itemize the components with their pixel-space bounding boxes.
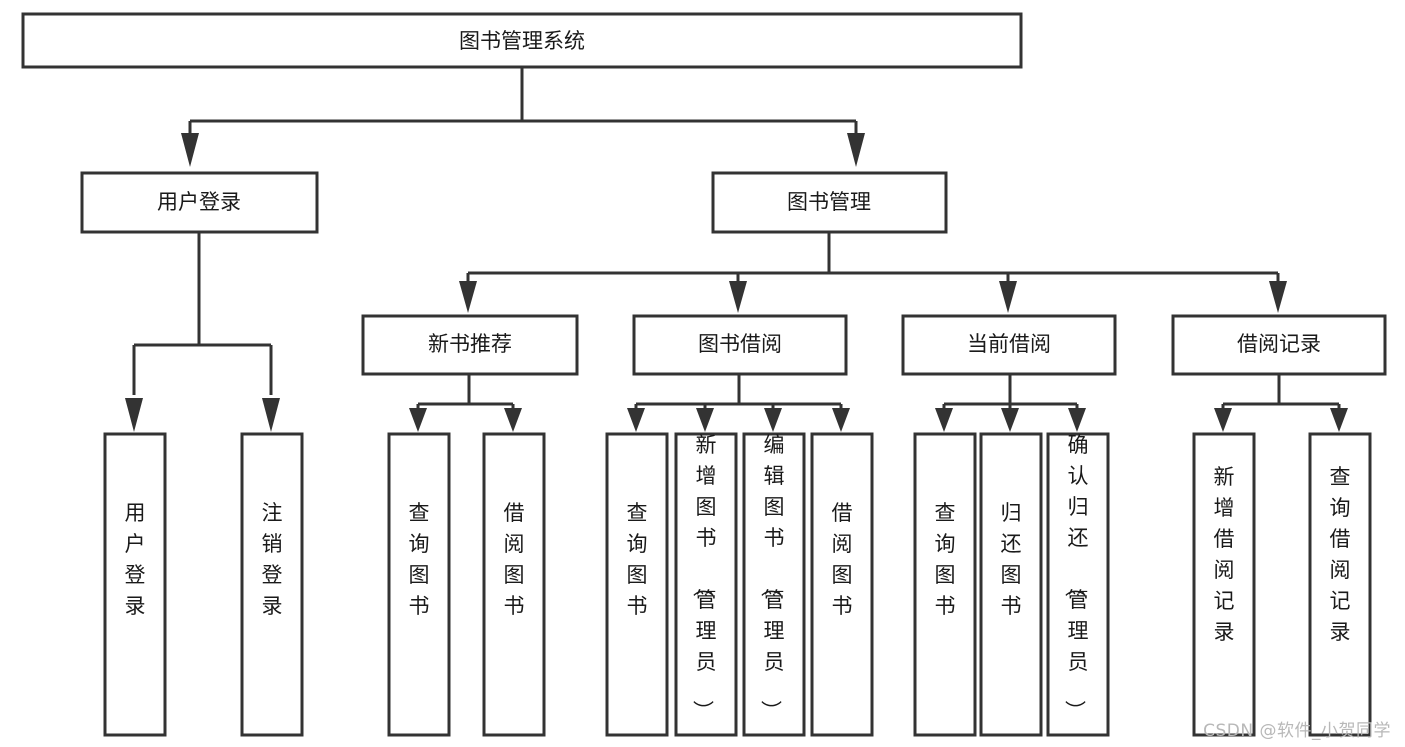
node-leaf-add-record-label: 新增借阅记录	[1214, 465, 1235, 644]
node-new-book-recommend-label: 新书推荐	[428, 332, 512, 356]
connector-userlogin-to-leaves	[125, 233, 280, 432]
node-book-management-label: 图书管理	[787, 190, 871, 214]
node-leaf-query-record[interactable]: 查询借阅记录	[1308, 432, 1372, 737]
node-book-borrow-label: 图书借阅	[698, 332, 782, 356]
node-book-borrow[interactable]: 图书借阅	[632, 314, 848, 376]
node-root-label: 图书管理系统	[459, 29, 585, 53]
node-leaf-query-book-3-label: 查询图书	[935, 501, 956, 618]
node-user-login-label: 用户登录	[157, 190, 241, 214]
node-leaf-user-login-label: 用户登录	[125, 501, 146, 618]
node-leaf-user-login[interactable]: 用户登录	[103, 432, 167, 737]
node-leaf-logout-login[interactable]: 注销登录	[240, 432, 304, 737]
node-leaf-borrow-book-1[interactable]: 借阅图书	[482, 432, 546, 737]
node-leaf-query-book-3[interactable]: 查询图书	[913, 432, 977, 737]
node-leaf-query-record-label: 查询借阅记录	[1330, 465, 1351, 644]
node-leaf-add-book-label: 新增图书（管理员）	[691, 433, 717, 721]
node-leaf-edit-book-label: 编辑图书（管理员）	[759, 433, 785, 721]
connector-root-to-level2	[181, 68, 865, 167]
connector-bookborrow-to-leaves	[627, 375, 850, 432]
node-root-system[interactable]: 图书管理系统	[21, 12, 1023, 69]
node-leaf-query-book-2[interactable]: 查询图书	[605, 432, 669, 737]
node-leaf-return-book-label: 归还图书	[1001, 501, 1022, 618]
node-current-borrow[interactable]: 当前借阅	[901, 314, 1117, 376]
node-new-book-recommend[interactable]: 新书推荐	[361, 314, 579, 376]
node-leaf-edit-book[interactable]: 编辑图书（管理员）	[742, 432, 806, 737]
node-borrow-record-label: 借阅记录	[1237, 332, 1321, 356]
node-leaf-borrow-book-2[interactable]: 借阅图书	[810, 432, 874, 737]
connector-newbook-to-leaves	[409, 375, 522, 432]
node-leaf-add-book[interactable]: 新增图书（管理员）	[674, 432, 738, 737]
node-leaf-borrow-book-2-label: 借阅图书	[832, 501, 853, 618]
connector-bookmgmt-to-level3	[459, 233, 1287, 313]
connector-borrowrecord-to-leaves	[1214, 375, 1348, 432]
node-current-borrow-label: 当前借阅	[967, 332, 1051, 356]
node-leaf-borrow-book-1-label: 借阅图书	[504, 501, 525, 618]
connector-currentborrow-to-leaves	[935, 375, 1086, 432]
csdn-watermark: CSDN @软件_小贺同学	[1203, 721, 1391, 741]
node-leaf-add-record[interactable]: 新增借阅记录	[1192, 432, 1256, 737]
node-leaf-logout-login-label: 注销登录	[262, 501, 283, 618]
node-leaf-confirm-return[interactable]: 确认归还（管理员）	[1046, 432, 1110, 737]
node-user-login[interactable]: 用户登录	[80, 171, 319, 234]
node-book-management[interactable]: 图书管理	[711, 171, 948, 234]
node-leaf-query-book-1-label: 查询图书	[409, 501, 430, 618]
node-leaf-return-book[interactable]: 归还图书	[979, 432, 1043, 737]
node-leaf-confirm-return-label: 确认归还（管理员）	[1063, 433, 1089, 721]
node-leaf-query-book-2-label: 查询图书	[627, 501, 648, 618]
node-borrow-record[interactable]: 借阅记录	[1171, 314, 1387, 376]
node-leaf-query-book-1[interactable]: 查询图书	[387, 432, 451, 737]
